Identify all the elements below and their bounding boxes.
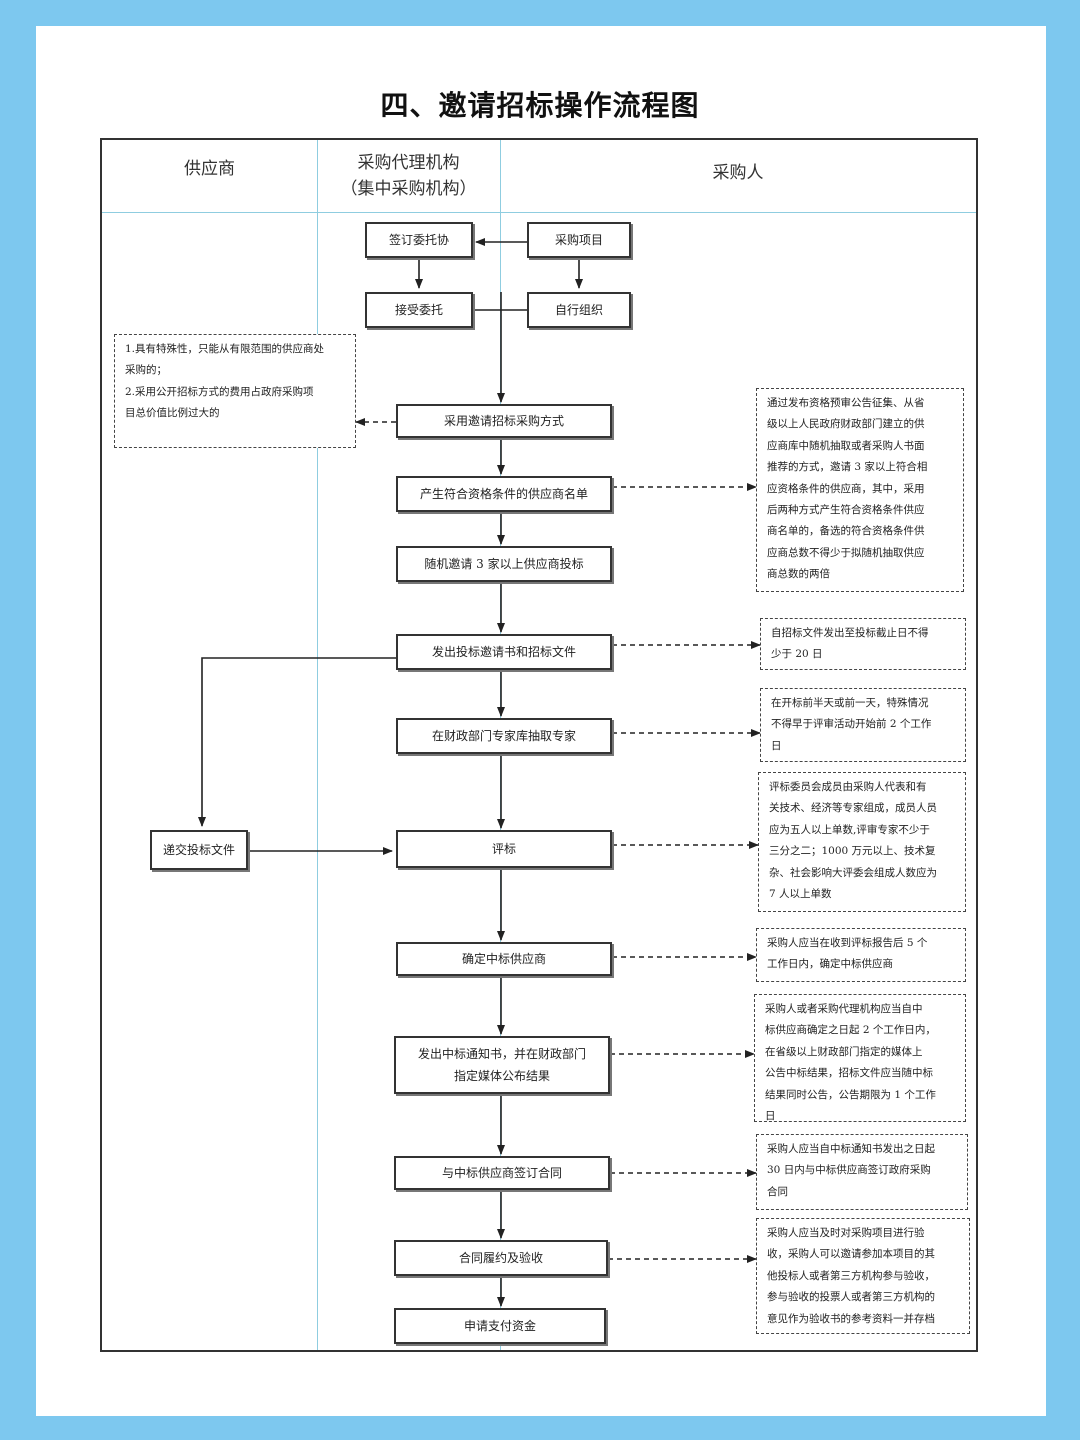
note-contract-timing: 采购人应当自中标通知书发出之日起 30 日内与中标供应商签订政府采购 合同 [756, 1134, 968, 1210]
box-issue-invitation: 发出投标邀请书和招标文件 [396, 634, 612, 670]
note-winner-timing: 采购人应当在收到评标报告后 5 个 工作日内，确定中标供应商 [756, 928, 966, 982]
flowchart-frame [100, 138, 978, 1352]
box-sign-contract: 与中标供应商签订合同 [394, 1156, 610, 1190]
box-issue-notice: 发出中标通知书，并在财政部门 指定媒体公布结果 [394, 1036, 610, 1094]
note-deadline: 自招标文件发出至投标截止日不得 少于 20 日 [760, 618, 966, 670]
box-self-organize: 自行组织 [527, 292, 631, 328]
box-evaluation: 评标 [396, 830, 612, 868]
lane-header-purchaser: 采购人 [712, 163, 764, 183]
box-sign-commission: 签订委托协 [365, 222, 473, 258]
header-divider [102, 212, 976, 213]
box-submit-bid: 递交投标文件 [150, 830, 248, 870]
note-qualification: 通过发布资格预审公告征集、从省 级以上人民政府财政部门建立的供 应商库中随机抽取… [756, 388, 964, 592]
note-conditions: 1.具有特殊性，只能从有限范围的供应商处 采购的； 2.采用公开招标方式的费用占… [114, 334, 356, 448]
box-performance-acceptance: 合同履约及验收 [394, 1240, 608, 1276]
note-acceptance: 采购人应当及时对采购项目进行验 收，采购人可以邀请参加本项目的其 他投标人或者第… [756, 1218, 970, 1334]
box-qualified-list: 产生符合资格条件的供应商名单 [396, 476, 612, 512]
box-random-invite: 随机邀请 3 家以上供应商投标 [396, 546, 612, 582]
lane-header-agency-line1: 采购代理机构 [357, 153, 460, 173]
lane-header-agency: 采购代理机构 （集中采购机构） [317, 150, 500, 202]
arrow-invitation-to-submit [198, 657, 396, 827]
lane-header-supplier: 供应商 [184, 159, 235, 179]
box-accept-commission: 接受委托 [365, 292, 473, 328]
lane-header-agency-line2: （集中采购机构） [340, 179, 477, 199]
lane-divider-1 [317, 140, 318, 1350]
box-apply-payment: 申请支付资金 [394, 1308, 606, 1344]
box-procurement-project: 采购项目 [527, 222, 631, 258]
box-invite-method: 采用邀请招标采购方式 [396, 404, 612, 438]
box-determine-winner: 确定中标供应商 [396, 942, 612, 976]
page-title: 四、邀请招标操作流程图 [380, 89, 700, 122]
box-extract-experts: 在财政部门专家库抽取专家 [396, 718, 612, 754]
note-announce: 采购人或者采购代理机构应当自中 标供应商确定之日起 2 个工作日内， 在省级以上… [754, 994, 966, 1122]
note-expert-timing: 在开标前半天或前一天，特殊情况 不得早于评审活动开始前 2 个工作 日 [760, 688, 966, 762]
note-committee: 评标委员会成员由采购人代表和有 关技术、经济等专家组成，成员人员 应为五人以上单… [758, 772, 966, 912]
